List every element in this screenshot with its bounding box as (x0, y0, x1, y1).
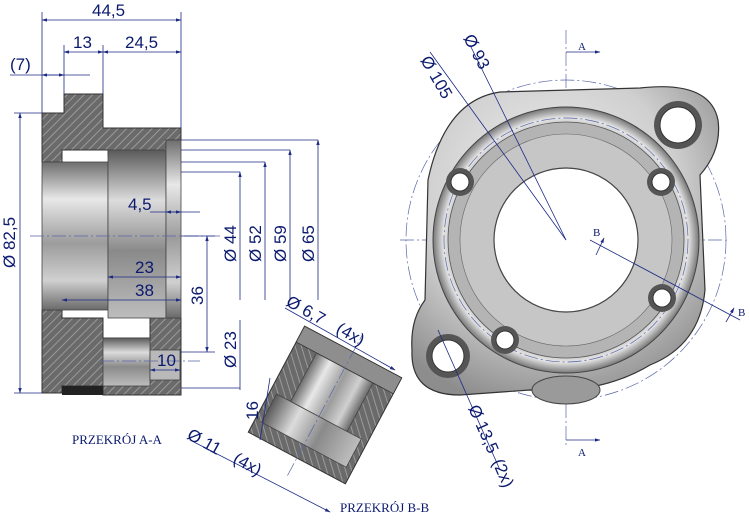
mount-hole-bottom (426, 334, 470, 378)
dim-4-5: 4,5 (128, 195, 152, 214)
dim-10: 10 (157, 351, 176, 370)
dim-dia-65: Ø 65 (299, 225, 318, 262)
dim-24-5: 24,5 (125, 33, 158, 52)
dim-dia-93: Ø 93 (459, 31, 493, 72)
dim-bb-cbore-count: (4x) (230, 449, 265, 480)
top-view: Ø 105 Ø 93 Ø 13,5 (2x) A A B B (400, 30, 745, 490)
section-bb (247, 325, 403, 485)
dim-dia-82-5: Ø 82,5 (0, 217, 19, 268)
marker-a-bottom: A (578, 447, 586, 459)
dim-dia-44: Ø 44 (221, 225, 240, 262)
section-aa-lip (165, 139, 182, 319)
marker-b-center: B (593, 227, 600, 239)
section-bb-caption: PRZEKRÓJ B-B (340, 500, 430, 515)
bolt-hole-br (648, 284, 676, 312)
dim-7: (7) (10, 55, 31, 74)
section-aa: 44,5 13 24,5 (7) Ø 82,5 4,5 Ø 44 Ø 52 Ø … (0, 1, 320, 447)
bolt-hole-bl (491, 326, 519, 354)
dim-mount-dia: Ø 13,5 (464, 402, 502, 456)
dim-dia-105: Ø 105 (417, 53, 457, 103)
dim-total-length: 44,5 (92, 1, 125, 20)
dim-38: 38 (135, 281, 154, 300)
bolt-hole-tr (647, 168, 675, 196)
dim-bb-hole-dia: Ø 6,7 (283, 292, 329, 329)
dim-13: 13 (73, 33, 92, 52)
section-aa-port (102, 337, 151, 387)
section-aa-bottom-strip (62, 386, 103, 395)
lower-boss (531, 375, 601, 405)
dim-mount-count: (2x) (488, 456, 517, 490)
dim-dia-23: Ø 23 (221, 331, 240, 368)
dim-bb-cbore-dia: Ø 11 (184, 425, 224, 459)
section-aa-caption: PRZEKRÓJ A-A (72, 432, 163, 447)
bolt-hole-tl (446, 168, 474, 196)
mount-hole-top (654, 101, 702, 149)
dim-dia-59: Ø 59 (271, 225, 290, 262)
marker-a-top: A (578, 41, 586, 53)
section-aa-port-inner (149, 349, 181, 381)
dim-dia-52: Ø 52 (246, 225, 265, 262)
dim-23: 23 (135, 258, 154, 277)
dim-36: 36 (188, 286, 207, 305)
dim-bb-16: 16 (243, 401, 262, 420)
marker-b-right: B (738, 307, 745, 319)
